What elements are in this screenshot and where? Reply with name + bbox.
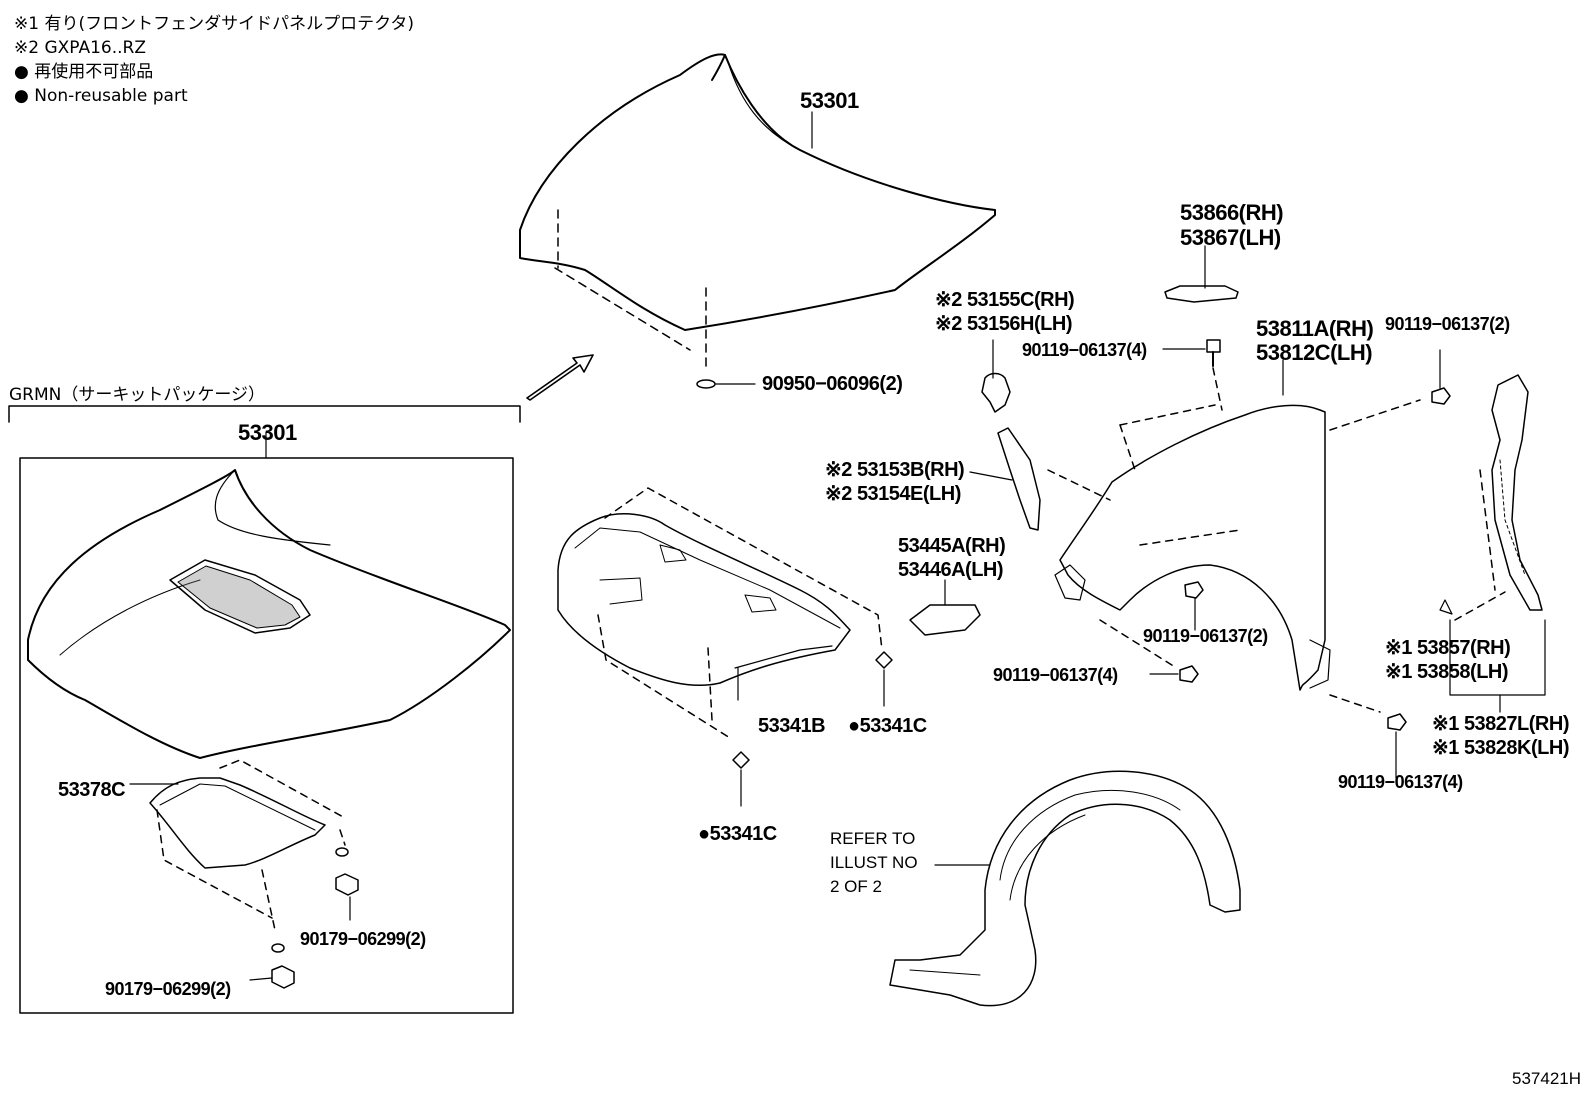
side-panel-drawing [969,427,1041,531]
label-refer-3: 2 OF 2 [830,877,882,896]
label-refer-2: ILLUST NO [830,853,918,872]
label-protector-rh: ※1 53857(RH) [1385,637,1510,659]
label-spacer-rh: 53445A(RH) [898,535,1005,557]
label-panel-rh: ※2 53153B(RH) [825,459,964,481]
fender-liner-drawing [889,770,1241,1007]
label-hood: 53301 [800,88,859,113]
direction-arrow [526,354,594,401]
hood-insulator-drawing [557,487,893,807]
spacer-drawing [909,579,981,636]
legend-note-3: ● 再使用不可部品 [14,62,154,82]
fender-drawing [1047,359,1421,713]
illustration-id: 537421H [1512,1069,1581,1088]
label-clip-1: ●53341C [848,715,927,737]
label-bolt-d: 90119−06137(4) [993,665,1118,685]
grmn-label-hood: 53301 [238,420,297,445]
fender-side-panel-drawing [1439,374,1546,713]
bolt-top [1162,339,1223,411]
label-seal-lh: 53867(LH) [1180,225,1281,250]
grmn-box [8,405,521,1014]
label-seal-rh: 53866(RH) [1180,200,1283,225]
label-bracket-rh: ※2 53155C(RH) [935,289,1074,311]
legend-note-4: ● Non-reusable part [14,86,188,106]
label-bracket-lh: ※2 53156H(LH) [935,313,1072,335]
grmn-title: GRMN（サーキットパッケージ） [9,385,265,405]
label-hood-insulator: 53341B [758,715,825,737]
bolt-right-top [1431,349,1451,405]
label-hood-cushion: 90950−06096(2) [762,373,902,395]
bracket-drawing [981,339,1011,413]
label-bolt-a: 90119−06137(4) [1022,340,1147,360]
seal-drawing [1164,245,1239,303]
label-bolt-e: 90119−06137(4) [1338,772,1463,792]
label-panel-lh: ※2 53154E(LH) [825,483,961,505]
label-protector-lh: ※1 53858(LH) [1385,661,1508,683]
grmn-label-clip-a: 90179−06299(2) [300,929,426,949]
legend-note-1: ※1 有り(フロントフェンダサイドパネルプロテクタ) [14,14,415,34]
bolt-mid [1184,581,1204,631]
legend-note-2: ※2 GXPA16..RZ [14,38,146,58]
grmn-label-clip-b: 90179−06299(2) [105,979,231,999]
label-fender-lh: 53812C(LH) [1256,340,1372,365]
bolt-lower-left [1149,665,1199,683]
hood-drawing [519,53,996,389]
label-spacer-lh: 53446A(LH) [898,559,1003,581]
label-fender-rh: 53811A(RH) [1256,316,1373,341]
grmn-label-insulator: 53378C [58,779,125,801]
label-bolt-c: 90119−06137(2) [1143,626,1268,646]
bolt-lower-right [1387,713,1407,779]
label-side-panel-lh: ※1 53828K(LH) [1432,737,1569,759]
label-refer-1: REFER TO [830,829,915,848]
label-bolt-b: 90119−06137(2) [1385,314,1510,334]
label-clip-2: ●53341C [698,823,777,845]
label-side-panel-rh: ※1 53827L(RH) [1432,713,1569,735]
